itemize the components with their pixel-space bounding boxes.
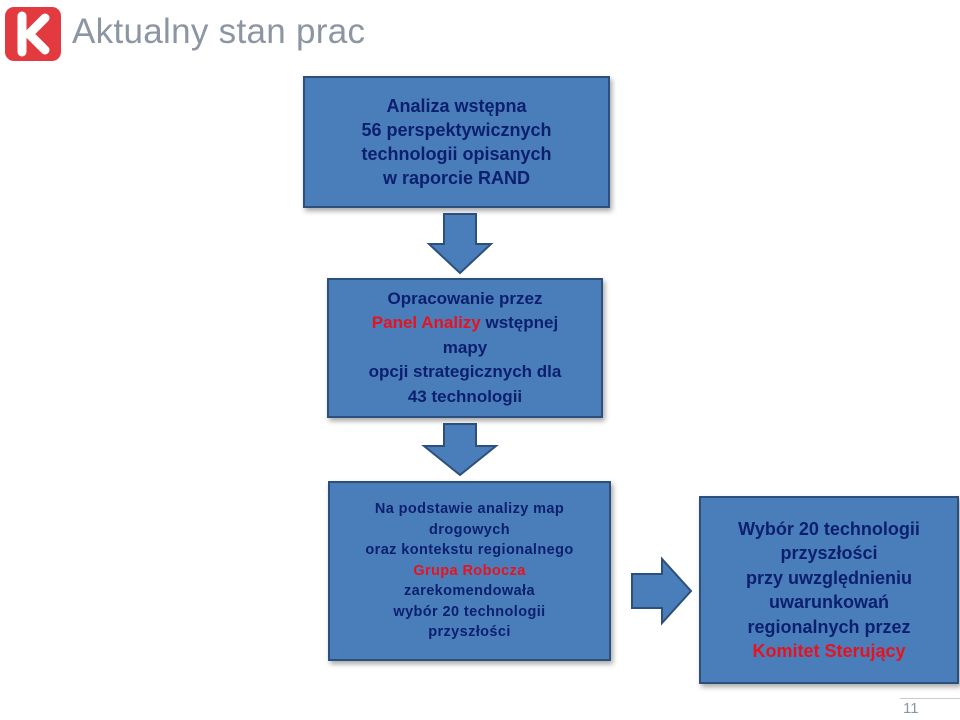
working-group-line-7: przyszłości bbox=[428, 624, 511, 641]
working-group-line-3: oraz kontekstu regionalnego bbox=[365, 542, 574, 559]
panel-line-3: mapy bbox=[442, 337, 488, 357]
selection-line-5: regionalnych przez bbox=[747, 616, 911, 637]
analysis-line-3: technologii opisanych bbox=[361, 144, 552, 164]
selection-line-3: przy uwzględnieniu bbox=[745, 567, 912, 588]
selection-line-2: przyszłości bbox=[780, 543, 878, 563]
working-group-line-5: zarekomendowała bbox=[404, 583, 535, 600]
analysis-box: Analiza wstępna 56 perspektywicznych tec… bbox=[303, 76, 610, 208]
panel-line-2-rest: wstępnej bbox=[480, 313, 559, 333]
footer-divider bbox=[900, 698, 960, 699]
page-number: 11 bbox=[903, 700, 919, 717]
analysis-line-4: w raporcie RAND bbox=[382, 168, 531, 188]
analysis-line-2: 56 perspektywicznych bbox=[361, 120, 552, 140]
arrow-down-icon bbox=[426, 213, 494, 275]
working-group-line-6: wybór 20 technologii bbox=[393, 603, 546, 620]
panel-box: Opracowanie przez Panel Analizy wstępnej… bbox=[327, 278, 603, 418]
k-logo-icon bbox=[5, 7, 61, 61]
working-group-box: Na podstawie analizy map drogowych oraz … bbox=[328, 481, 611, 661]
analysis-line-1: Analiza wstępna bbox=[386, 96, 527, 116]
panel-line-5: 43 technologii bbox=[407, 386, 523, 406]
working-group-line-2: drogowych bbox=[429, 521, 510, 538]
selection-line-4: uwarunkowań bbox=[768, 592, 889, 612]
working-group-highlight: Grupa Robocza bbox=[413, 562, 526, 579]
panel-line-2: Panel Analizy wstępnej bbox=[372, 311, 558, 336]
panel-line-1: Opracowanie przez bbox=[387, 288, 543, 308]
panel-highlight: Panel Analizy bbox=[371, 313, 481, 333]
page-title: Aktualny stan prac bbox=[72, 12, 366, 51]
working-group-line-1: Na podstawie analizy map bbox=[374, 501, 565, 518]
arrow-down-icon bbox=[421, 423, 499, 477]
panel-line-4: opcji strategicznych dla bbox=[368, 362, 562, 382]
arrow-right-icon bbox=[631, 556, 693, 626]
selection-line-1: Wybór 20 technologii bbox=[738, 518, 920, 539]
selection-highlight: Komitet Sterujący bbox=[752, 641, 906, 661]
selection-box: Wybór 20 technologii przyszłości przy uw… bbox=[699, 496, 959, 684]
